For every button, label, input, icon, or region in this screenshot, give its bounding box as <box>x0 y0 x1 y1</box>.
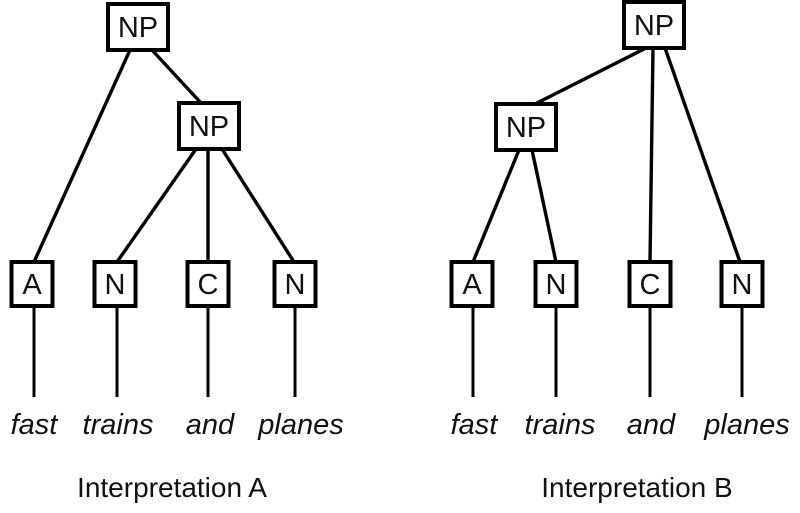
tree-edge <box>115 148 198 263</box>
node-label: C <box>198 269 219 301</box>
tree-edge <box>471 149 521 263</box>
tree-edge <box>32 49 132 263</box>
leaf-stems-layer <box>32 307 744 397</box>
tree-node-np[interactable]: NP <box>494 102 558 152</box>
leaf-word: and <box>186 409 235 441</box>
tree-node-a[interactable]: A <box>9 260 55 308</box>
node-label: C <box>640 269 661 301</box>
tree-node-np[interactable]: NP <box>622 0 686 50</box>
node-box <box>185 260 231 308</box>
tree-node-n[interactable]: N <box>92 260 138 308</box>
tree-edge <box>534 46 647 106</box>
tree-node-n[interactable]: N <box>719 260 765 308</box>
node-label: NP <box>506 112 546 144</box>
leaf-word: fast <box>451 409 500 441</box>
leaf-word: trains <box>83 409 154 441</box>
tree-edge <box>150 48 203 105</box>
node-box <box>494 102 558 152</box>
tree-caption: Interpretation A <box>77 472 267 503</box>
tree-node-c[interactable]: C <box>185 260 231 308</box>
node-label: A <box>462 269 482 301</box>
node-box <box>177 101 241 151</box>
tree-node-np[interactable]: NP <box>106 2 170 52</box>
node-box <box>9 260 55 308</box>
tree-node-np[interactable]: NP <box>177 101 241 151</box>
tree-node-n[interactable]: N <box>272 260 318 308</box>
node-label: N <box>732 269 753 301</box>
tree-edge <box>648 47 655 263</box>
node-box <box>622 0 686 50</box>
edges-layer <box>32 46 742 263</box>
node-box <box>627 260 673 308</box>
tree-edge <box>663 47 742 263</box>
leaf-word: planes <box>703 409 789 441</box>
tree-node-a[interactable]: A <box>449 260 495 308</box>
captions-layer: Interpretation A Interpretation B <box>77 472 733 503</box>
tree-caption: Interpretation B <box>541 472 732 503</box>
node-box <box>92 260 138 308</box>
node-box <box>719 260 765 308</box>
node-box <box>533 260 579 308</box>
leaf-word: fast <box>11 409 60 441</box>
node-box <box>272 260 318 308</box>
tree-node-n[interactable]: N <box>533 260 579 308</box>
leaf-word: planes <box>257 409 343 441</box>
node-label: N <box>285 269 306 301</box>
node-label: N <box>546 269 567 301</box>
node-box <box>106 2 170 52</box>
tree-node-c[interactable]: C <box>627 260 673 308</box>
leaf-word: trains <box>525 409 596 441</box>
node-label: N <box>105 269 126 301</box>
leaf-words-layer: fast trains and planes fast trains and planes <box>11 409 790 441</box>
node-box <box>449 260 495 308</box>
leaf-word: and <box>627 409 676 441</box>
node-label: NP <box>118 12 158 44</box>
tree-edge <box>530 149 558 263</box>
node-label: A <box>22 269 42 301</box>
node-label: NP <box>634 10 674 42</box>
tree-edge <box>220 148 296 263</box>
node-boxes-layer: NP NP A N C N NP NP A N C N <box>9 0 765 308</box>
node-label: NP <box>189 111 229 143</box>
